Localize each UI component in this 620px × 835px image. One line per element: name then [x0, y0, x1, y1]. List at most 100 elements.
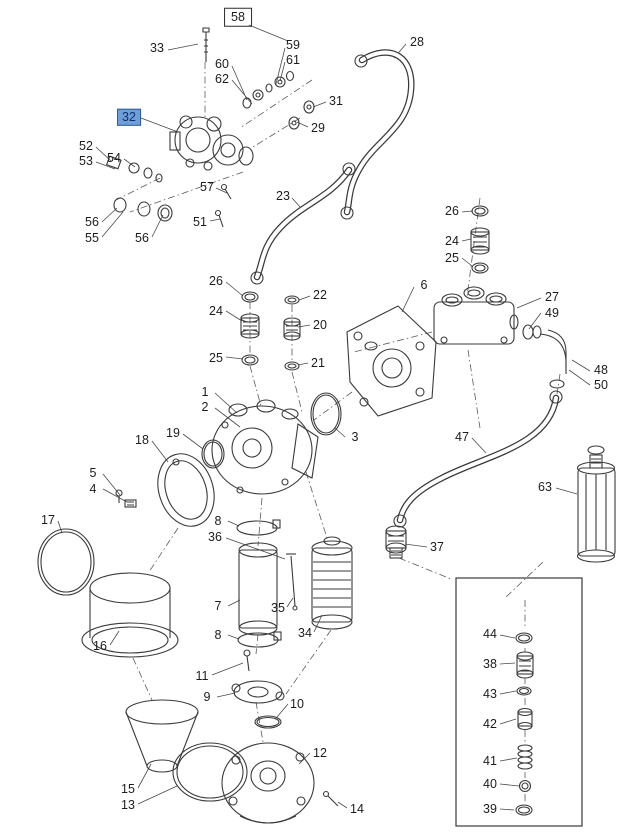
callout-16[interactable]: 16	[93, 638, 107, 653]
callout-41[interactable]: 41	[483, 753, 497, 768]
callout-28[interactable]: 28	[410, 34, 424, 49]
callout-25-right[interactable]: 25	[445, 250, 459, 265]
callout-10[interactable]: 10	[290, 696, 304, 711]
callout-3[interactable]: 3	[351, 429, 359, 444]
callout-5[interactable]: 5	[89, 465, 97, 480]
dipstick-art	[286, 553, 298, 611]
callout-35[interactable]: 35	[271, 600, 285, 615]
callout-61[interactable]: 61	[286, 52, 300, 67]
callout-6[interactable]: 6	[420, 277, 428, 292]
steering-pump-art	[169, 115, 254, 171]
callout-26-right[interactable]: 26	[445, 203, 459, 218]
callout-32-highlighted[interactable]: 32	[117, 108, 141, 126]
callout-33[interactable]: 33	[150, 40, 164, 55]
callout-19[interactable]: 19	[166, 425, 180, 440]
strainer-15-art	[125, 699, 339, 807]
callout-8-top[interactable]: 8	[214, 513, 222, 528]
bolt-art	[202, 27, 210, 62]
callout-55[interactable]: 55	[85, 230, 99, 245]
callout-58[interactable]: 58	[224, 7, 252, 27]
callout-44[interactable]: 44	[483, 626, 497, 641]
filter-34-art	[311, 536, 353, 630]
callout-21[interactable]: 21	[311, 355, 325, 370]
callout-23[interactable]: 23	[276, 188, 290, 203]
callout-57[interactable]: 57	[200, 179, 214, 194]
callout-4[interactable]: 4	[89, 481, 97, 496]
fitting-stack-middle-art	[283, 295, 301, 371]
callout-50[interactable]: 50	[594, 377, 608, 392]
inset-parts-art	[515, 632, 534, 816]
callout-20[interactable]: 20	[313, 317, 327, 332]
filter-7-art	[236, 519, 282, 648]
callout-25-left[interactable]: 25	[209, 350, 223, 365]
callout-34[interactable]: 34	[298, 625, 312, 640]
elbow-fitting-art	[532, 325, 567, 389]
sleeve-16-art	[81, 572, 179, 658]
callout-51[interactable]: 51	[193, 214, 207, 229]
callout-40[interactable]: 40	[483, 776, 497, 791]
callout-26-left[interactable]: 26	[209, 273, 223, 288]
housing-12-art	[221, 742, 315, 824]
callout-31[interactable]: 31	[329, 93, 343, 108]
callout-18[interactable]: 18	[135, 432, 149, 447]
callout-39[interactable]: 39	[483, 801, 497, 816]
callout-14[interactable]: 14	[350, 801, 364, 816]
hose-47-art	[393, 390, 563, 528]
fitting-stack-right-art	[470, 205, 490, 274]
callout-47[interactable]: 47	[455, 429, 469, 444]
top-fittings-art	[242, 70, 295, 109]
callout-17[interactable]: 17	[41, 512, 55, 527]
callout-27[interactable]: 27	[545, 289, 559, 304]
bolts-4-5-art	[115, 489, 137, 508]
callout-1[interactable]: 1	[201, 384, 209, 399]
callout-24-right[interactable]: 24	[445, 233, 459, 248]
callout-60[interactable]: 60	[215, 56, 229, 71]
callout-24-left[interactable]: 24	[209, 303, 223, 318]
callout-29[interactable]: 29	[311, 120, 325, 135]
callout-62[interactable]: 62	[215, 71, 229, 86]
callout-49[interactable]: 49	[545, 305, 559, 320]
callout-53[interactable]: 53	[79, 153, 93, 168]
valve-block-art	[433, 286, 534, 345]
left-fittings-art	[105, 155, 163, 183]
callout-22[interactable]: 22	[313, 287, 327, 302]
callout-54[interactable]: 54	[107, 150, 121, 165]
screws-art	[214, 183, 232, 228]
callout-36[interactable]: 36	[208, 529, 222, 544]
callout-11[interactable]: 11	[195, 668, 209, 683]
hose-28-art	[340, 49, 415, 220]
cover-18-art	[157, 439, 225, 527]
assembly-axis-lines	[111, 62, 561, 802]
callout-12[interactable]: 12	[313, 745, 327, 760]
callout-15[interactable]: 15	[121, 781, 135, 796]
callout-56-b[interactable]: 56	[135, 230, 149, 245]
callout-43[interactable]: 43	[483, 686, 497, 701]
callout-8-bottom[interactable]: 8	[214, 627, 222, 642]
fitting-37-art	[385, 525, 407, 559]
oring-3-art	[310, 392, 342, 436]
hose-23-art	[250, 162, 356, 285]
callout-52[interactable]: 52	[79, 138, 93, 153]
callout-2[interactable]: 2	[201, 399, 209, 414]
callout-48[interactable]: 48	[594, 362, 608, 377]
filter-63-art	[576, 445, 616, 563]
cover-plate-art	[346, 305, 437, 417]
orings-art	[113, 197, 173, 222]
callout-42[interactable]: 42	[483, 716, 497, 731]
small-fittings-art	[288, 100, 315, 130]
callout-63[interactable]: 63	[538, 479, 552, 494]
callout-7[interactable]: 7	[214, 598, 222, 613]
callout-37[interactable]: 37	[430, 539, 444, 554]
callout-38[interactable]: 38	[483, 656, 497, 671]
main-pump-art	[211, 399, 319, 495]
callout-13[interactable]: 13	[121, 797, 135, 812]
fitting-stack-left-art	[240, 291, 260, 366]
flange-9-art	[231, 649, 285, 729]
inset-box	[455, 577, 583, 827]
oring-17-art	[37, 528, 95, 596]
callout-9[interactable]: 9	[203, 689, 211, 704]
callout-59[interactable]: 59	[286, 37, 300, 52]
callout-56-a[interactable]: 56	[85, 214, 99, 229]
